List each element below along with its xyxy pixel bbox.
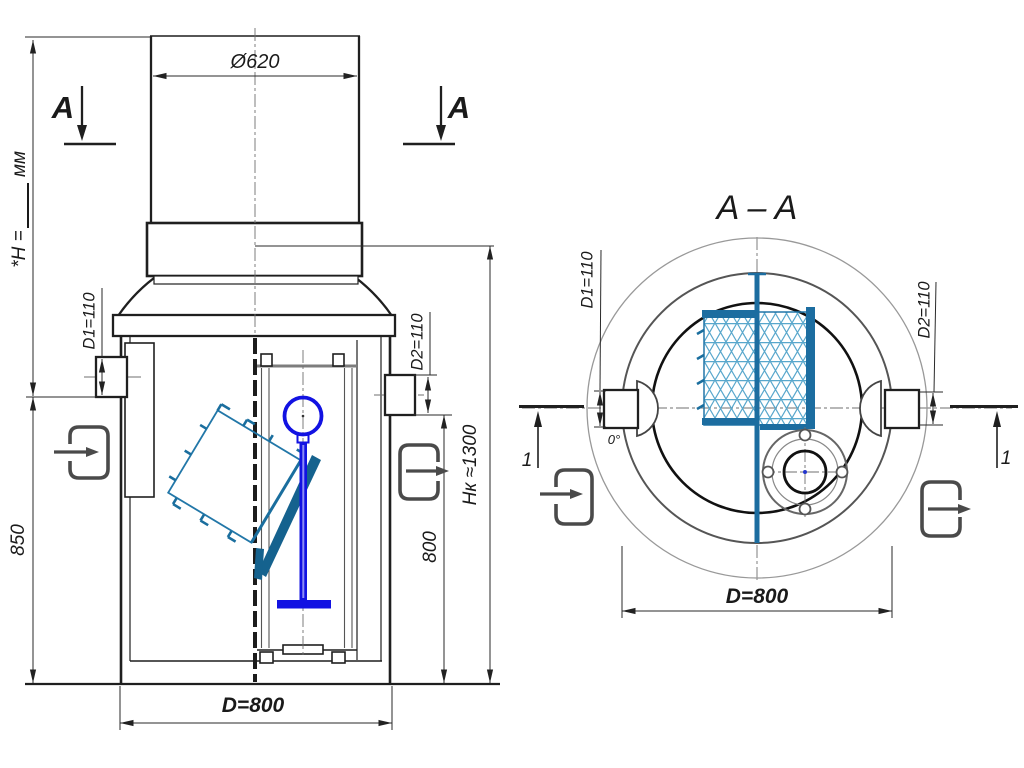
- basket-bar-bottom-left: [702, 418, 758, 425]
- dim-d2-plan: D2=110: [915, 281, 933, 339]
- flange-bore: [782, 449, 828, 495]
- crossbar-bolt-right: [332, 353, 345, 367]
- riser-collar: [145, 221, 364, 278]
- inlet-icon-arrowhead: [86, 447, 99, 457]
- dim-d800: D=800: [222, 694, 285, 717]
- flange-bolt-left: [761, 465, 775, 479]
- dim-height-unit: мм: [9, 151, 30, 177]
- outlet-icon-outline: [920, 480, 962, 538]
- collar-band: [111, 313, 397, 338]
- detail-plane-right: 1: [950, 405, 1018, 469]
- basket-bar-top: [702, 310, 758, 318]
- inlet-nozzle-plan: [602, 388, 640, 430]
- outlet-flange: [761, 427, 850, 517]
- chamber-foot-right: [331, 651, 346, 664]
- section-arrow-head: [436, 125, 446, 141]
- flange-center-dot: [803, 470, 807, 474]
- section-title: A – A: [715, 189, 798, 227]
- dim-riser-diameter: Ø620: [230, 51, 280, 73]
- front-view: Ø620 мм *H = 850 D1=110 D2=110 800 Hк ≈1…: [8, 28, 500, 730]
- outer-shaft-circle: [586, 237, 928, 579]
- dim-height-prefix: *H =: [9, 230, 30, 268]
- outlet-flow-icon: [398, 443, 449, 501]
- dim-leader-d2-plan: [933, 281, 937, 393]
- dim-hk: Hк ≈1300: [460, 424, 481, 505]
- inlet-icon-arrowhead: [570, 489, 583, 499]
- outlet-icon-outline: [398, 443, 440, 501]
- mesh-basket: [166, 403, 306, 544]
- basket-hooks-bottom: [171, 497, 237, 543]
- plane-label: 1: [1001, 448, 1012, 469]
- dim-d800-plan: D=800: [726, 585, 789, 608]
- basket-hooks-left: [168, 423, 208, 482]
- inlet-baffle: [124, 342, 155, 498]
- plane-arrow-head: [993, 411, 1001, 427]
- chamber-foot-left: [259, 651, 274, 664]
- inlet-icon-outline: [68, 425, 110, 480]
- riser-collar-lip: [153, 275, 359, 285]
- section-view: A – A: [519, 189, 1018, 618]
- dim-d2: D2=110: [408, 313, 426, 371]
- inlet-nozzle: [94, 355, 129, 399]
- inlet-icon-outline: [554, 468, 594, 526]
- mesh-basket-edge: [250, 459, 303, 544]
- inlet-flow-icon: [54, 425, 110, 480]
- basket-bar-right: [806, 307, 815, 429]
- detail-plane-left: 1: [519, 405, 584, 471]
- outlet-penetration-lens: [859, 379, 882, 438]
- dim-d1-plan: D1=110: [578, 251, 596, 309]
- flange-bolt-right: [835, 465, 849, 479]
- inlet-penetration-lens: [636, 379, 659, 438]
- dim-850: 850: [8, 524, 29, 556]
- float-ball-center: [301, 414, 305, 418]
- inclined-plate-end: [254, 548, 264, 580]
- float-ball: [282, 395, 324, 437]
- dim-leader-d1-plan: [599, 249, 602, 391]
- section-marker-left: A: [51, 86, 116, 146]
- basket-bar-bottom-right: [760, 424, 807, 430]
- dim-800: 800: [420, 531, 441, 563]
- outlet-nozzle-plan: [883, 388, 921, 430]
- flange-bolt-bottom: [798, 502, 812, 516]
- inlet-flow-icon-plan: [540, 468, 594, 526]
- section-letter: A: [51, 90, 74, 125]
- section-marker-right: A: [403, 86, 470, 146]
- plane-arrow-head: [534, 411, 542, 427]
- basket-hooks-top: [216, 403, 306, 462]
- dim-d1: D1=110: [80, 292, 98, 350]
- section-arrow-head: [77, 125, 87, 141]
- plane-label: 1: [522, 450, 533, 471]
- angle-label: 0°: [608, 432, 620, 447]
- crossbar-bolt-left: [260, 353, 273, 367]
- outlet-flow-icon-plan: [920, 480, 971, 538]
- outlet-icon-arrowhead: [436, 466, 449, 476]
- outlet-nozzle: [383, 373, 417, 417]
- flange-bolt-top: [798, 428, 812, 442]
- basket-hooks-plan: [696, 328, 705, 411]
- outlet-icon-arrowhead: [958, 504, 971, 514]
- section-letter: A: [447, 90, 470, 125]
- float-rod-base: [277, 600, 331, 609]
